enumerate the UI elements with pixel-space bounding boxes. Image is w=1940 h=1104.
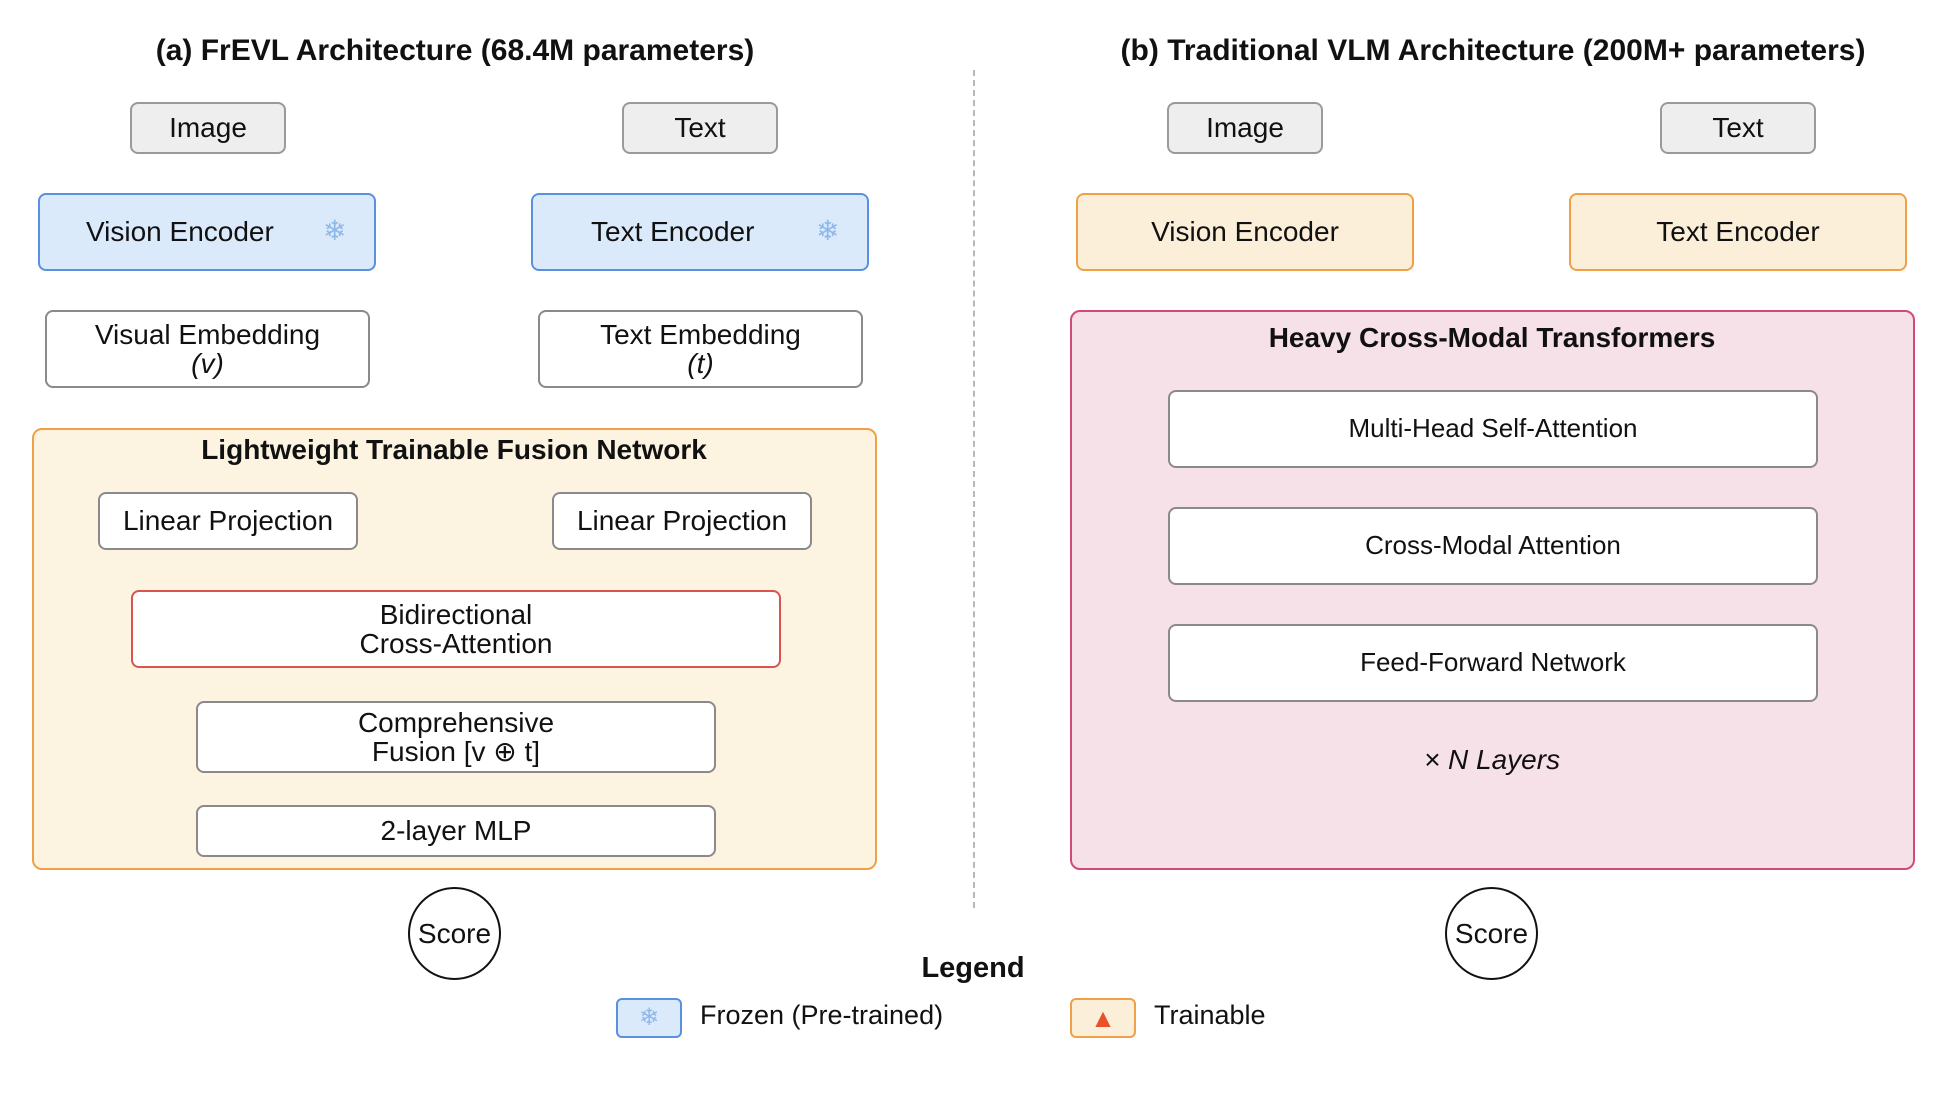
left-text-label: Text <box>674 112 726 144</box>
right-text-input: Text <box>1660 102 1816 154</box>
legend-trainable-swatch: ▲ <box>1070 998 1136 1038</box>
right-vision-encoder-label: Vision Encoder <box>1151 216 1339 248</box>
mlp-label: 2-layer MLP <box>380 815 532 847</box>
right-image-input: Image <box>1167 102 1323 154</box>
fusion-formula-label: Fusion [v ⊕ t] <box>371 736 541 767</box>
fire-icon: ▲ <box>1090 1003 1116 1033</box>
left-text-encoder: Text Encoder ❄ <box>531 193 869 271</box>
visual-embedding-label: Visual Embedding <box>94 318 321 350</box>
heavy-transformers-panel: Heavy Cross-Modal Transformers Multi-Hea… <box>1070 310 1915 870</box>
cross-attention-label: Cross-Attention <box>359 628 553 659</box>
text-embedding-label: Text Embedding <box>600 318 801 350</box>
right-score-label: Score <box>1454 917 1529 949</box>
cross-modal-attention-label: Cross-Modal Attention <box>1365 530 1621 561</box>
fusion-network-panel: Lightweight Trainable Fusion Network Lin… <box>32 428 877 870</box>
left-image-label: Image <box>169 112 247 144</box>
two-layer-mlp: 2-layer MLP <box>196 805 716 857</box>
visual-embedding-symbol: (v) <box>191 348 224 379</box>
linear-projection-right: Linear Projection <box>552 492 812 550</box>
ffn-label: Feed-Forward Network <box>1360 647 1626 678</box>
text-embedding-box: Text Embedding (t) <box>538 310 863 388</box>
left-text-encoder-label: Text Encoder <box>591 216 755 248</box>
right-title: (b) Traditional VLM Architecture (200M+ … <box>1120 34 1866 67</box>
right-score-node: Score <box>1445 887 1538 980</box>
feed-forward-network: Feed-Forward Network <box>1168 624 1818 702</box>
snowflake-icon: ❄ <box>638 1004 660 1032</box>
legend-frozen-swatch: ❄ <box>616 998 682 1038</box>
right-image-label: Image <box>1206 112 1284 144</box>
snowflake-icon: ❄ <box>323 215 347 246</box>
right-text-encoder: Text Encoder <box>1569 193 1907 271</box>
linear-projection-left-label: Linear Projection <box>122 505 334 537</box>
fusion-network-title: Lightweight Trainable Fusion Network <box>201 434 707 465</box>
legend-frozen-label: Frozen (Pre-trained) <box>700 1000 944 1030</box>
right-text-encoder-label: Text Encoder <box>1656 216 1820 248</box>
mhsa-label: Multi-Head Self-Attention <box>1348 413 1638 444</box>
panel-divider <box>973 70 975 908</box>
left-vision-encoder-label: Vision Encoder <box>86 216 274 248</box>
legend-trainable-label: Trainable <box>1154 1000 1266 1030</box>
left-score-label: Score <box>417 917 492 949</box>
left-text-input: Text <box>622 102 778 154</box>
bidirectional-label: Bidirectional <box>379 598 533 630</box>
right-vision-encoder: Vision Encoder <box>1076 193 1414 271</box>
left-score-node: Score <box>408 887 501 980</box>
cross-modal-attention: Cross-Modal Attention <box>1168 507 1818 585</box>
comprehensive-fusion: Comprehensive Fusion [v ⊕ t] <box>196 701 716 773</box>
right-text-label: Text <box>1712 112 1764 144</box>
linear-projection-left: Linear Projection <box>98 492 358 550</box>
left-image-input: Image <box>130 102 286 154</box>
left-title: (a) FrEVL Architecture (68.4M parameters… <box>155 34 755 67</box>
text-embedding-symbol: (t) <box>687 348 714 379</box>
linear-projection-right-label: Linear Projection <box>576 505 788 537</box>
bidirectional-cross-attention: Bidirectional Cross-Attention <box>131 590 781 668</box>
comprehensive-label: Comprehensive <box>357 706 555 738</box>
visual-embedding-box: Visual Embedding (v) <box>45 310 370 388</box>
multi-head-self-attention: Multi-Head Self-Attention <box>1168 390 1818 468</box>
heavy-transformers-title: Heavy Cross-Modal Transformers <box>1268 322 1716 353</box>
legend-title: Legend <box>921 952 1025 984</box>
left-vision-encoder: Vision Encoder ❄ <box>38 193 376 271</box>
n-layers-label: × N Layers <box>1423 744 1561 775</box>
snowflake-icon: ❄ <box>816 215 840 246</box>
